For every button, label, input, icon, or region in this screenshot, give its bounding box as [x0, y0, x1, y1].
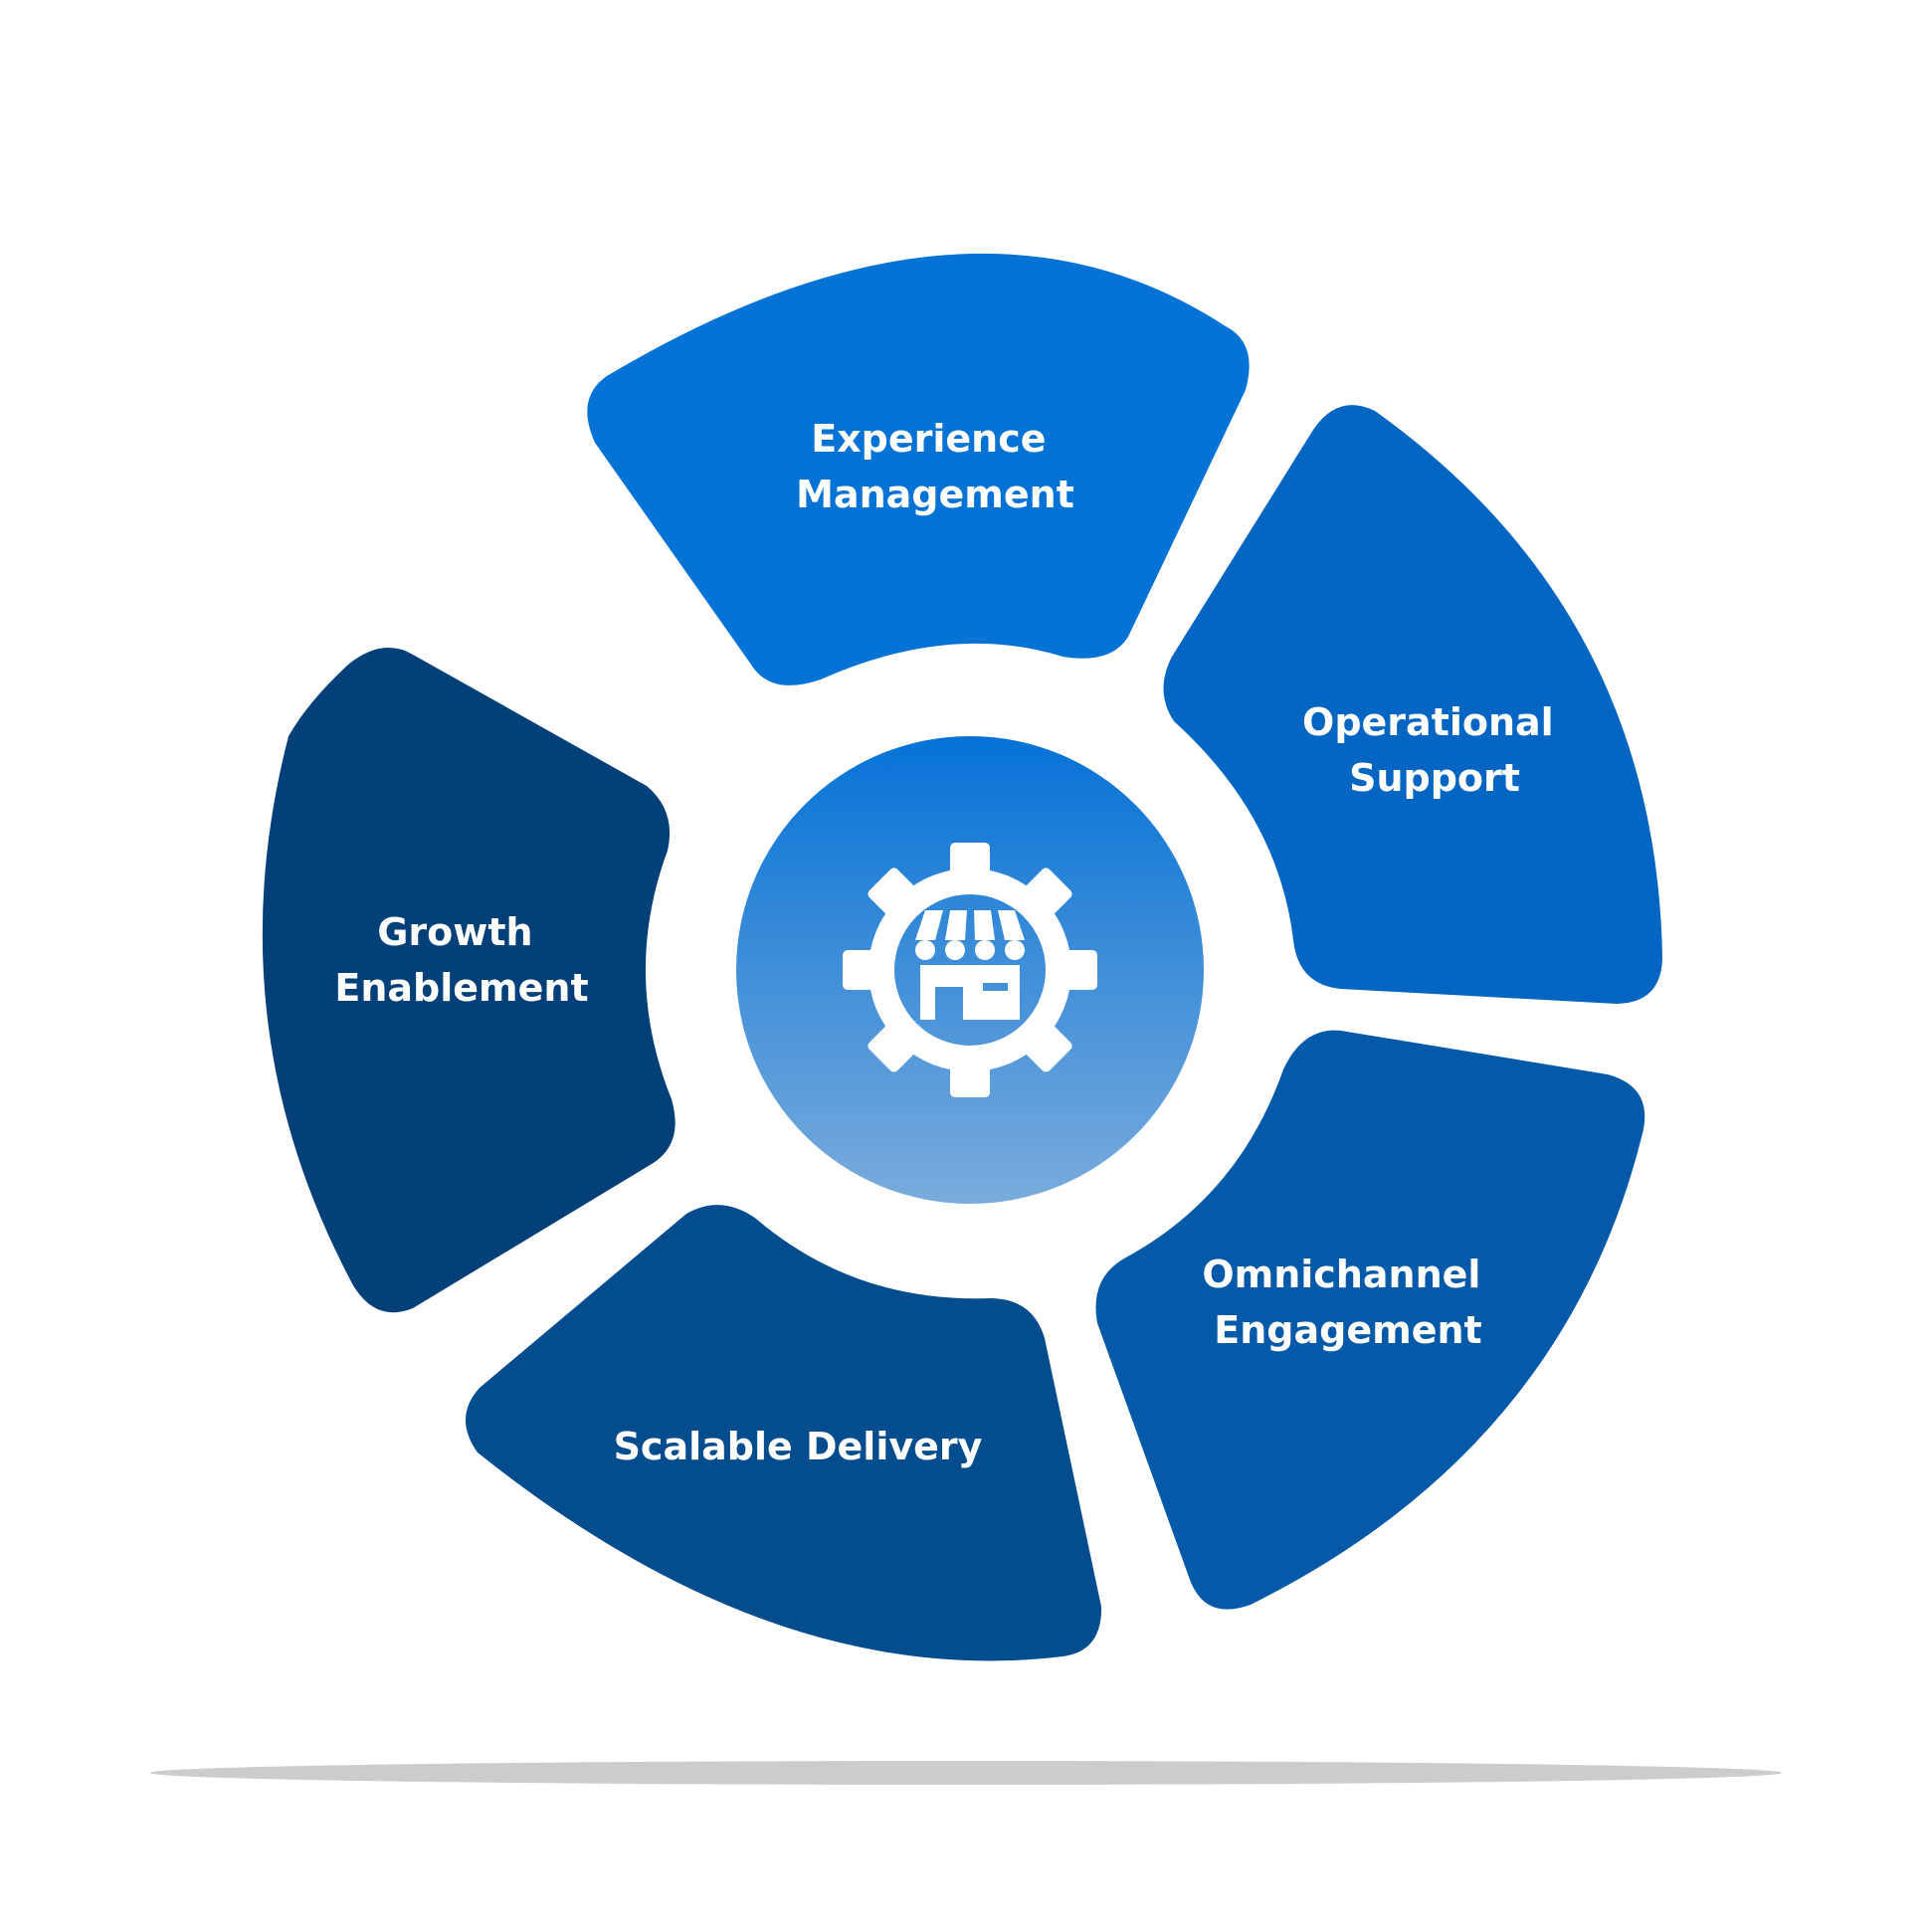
segment-shape [587, 253, 1250, 685]
segment-label: Omnichannel Engagement [1202, 1253, 1493, 1352]
segment-label-line: Omnichannel [1202, 1253, 1480, 1296]
segment-label: Operational Support [1302, 700, 1567, 800]
store-gear-icon [843, 843, 1097, 1097]
segment-label-line: Engagement [1214, 1308, 1481, 1352]
segment-label: Growth Enablement [334, 910, 588, 1010]
segment-label: Scalable Delivery [614, 1425, 983, 1468]
segment-label-line: Management [796, 473, 1074, 516]
segment-label-line: Scalable Delivery [614, 1425, 983, 1468]
segment-omnichannel-engagement[interactable]: Omnichannel Engagement [1095, 1030, 1645, 1610]
segment-label-line: Experience [811, 417, 1046, 461]
segment-shape [465, 1205, 1102, 1661]
segment-label-line: Growth [377, 910, 532, 954]
ground-shadow [150, 1761, 1782, 1785]
segment-scalable-delivery[interactable]: Scalable Delivery [465, 1205, 1102, 1661]
segment-label-line: Enablement [334, 966, 588, 1010]
segment-growth-enablement[interactable]: Growth Enablement [262, 647, 676, 1313]
segment-shape [1163, 405, 1662, 1004]
segment-label-line: Support [1349, 756, 1520, 800]
segment-experience-management[interactable]: Experience Management [587, 253, 1250, 685]
segment-shape [1095, 1030, 1645, 1610]
segment-operational-support[interactable]: Operational Support [1163, 405, 1662, 1004]
segment-label: Experience Management [796, 417, 1074, 516]
segment-label-line: Operational [1302, 700, 1554, 744]
segment-shape [262, 647, 676, 1313]
